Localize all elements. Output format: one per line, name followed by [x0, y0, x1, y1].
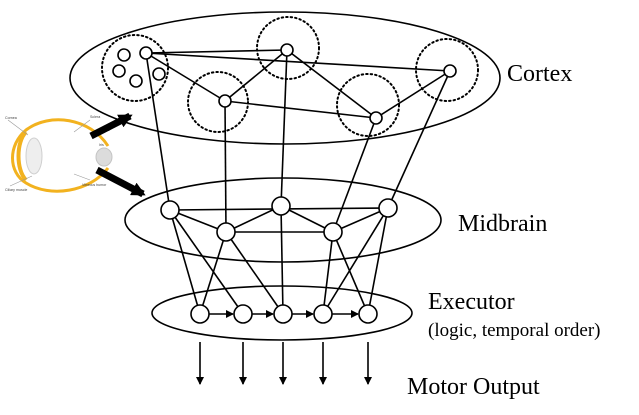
cortex-node [129, 74, 143, 88]
cortex-node [280, 43, 294, 57]
cortex-nodes [112, 43, 457, 125]
cortex-column-center-right [336, 73, 400, 137]
cortex-node [369, 111, 383, 125]
cortex-node [218, 94, 232, 108]
executor-nodes [190, 304, 378, 324]
midbrain-node [323, 222, 343, 242]
midbrain-nodes [160, 196, 398, 242]
cortex-node [443, 64, 457, 78]
cortex-column-left [101, 34, 169, 102]
eye-label: Vitreous humor [82, 183, 107, 187]
cortex-ellipse [69, 11, 501, 145]
motor-output-arrows [196, 342, 372, 385]
midbrain-ellipse [124, 177, 442, 263]
cortex-columns [101, 16, 479, 137]
motor-output-label: Motor Output [407, 374, 540, 400]
midbrain-node [271, 196, 291, 216]
midbrain-label: Midbrain [458, 211, 547, 237]
eye-label: Iris [99, 143, 104, 147]
eye-icon: Cornea Sclera Retina Ciliary muscle Vitr… [5, 115, 113, 193]
executor-node [313, 304, 333, 324]
executor-label: Executor [428, 289, 515, 315]
cortex-node [117, 48, 131, 62]
cortex-column-right [415, 38, 479, 102]
executor-note: (logic, temporal order) [428, 320, 601, 341]
eye-label: Sclera [90, 115, 100, 119]
cortex-label: Cortex [507, 61, 572, 87]
eye-label: Cornea [5, 116, 17, 120]
executor-node [358, 304, 378, 324]
midbrain-node [160, 200, 180, 220]
sensory-input-arrows [89, 112, 146, 198]
midbrain-node [378, 198, 398, 218]
cortex-node [152, 67, 166, 81]
eye-label: Ciliary muscle [5, 188, 27, 192]
cortex-column-top [256, 16, 320, 80]
executor-node [233, 304, 253, 324]
midbrain-node [216, 222, 236, 242]
cortex-column-center-left [187, 71, 249, 133]
connections [145, 49, 451, 315]
executor-node [273, 304, 293, 324]
cortex-node [112, 64, 126, 78]
executor-node [190, 304, 210, 324]
cortex-node [139, 46, 153, 60]
